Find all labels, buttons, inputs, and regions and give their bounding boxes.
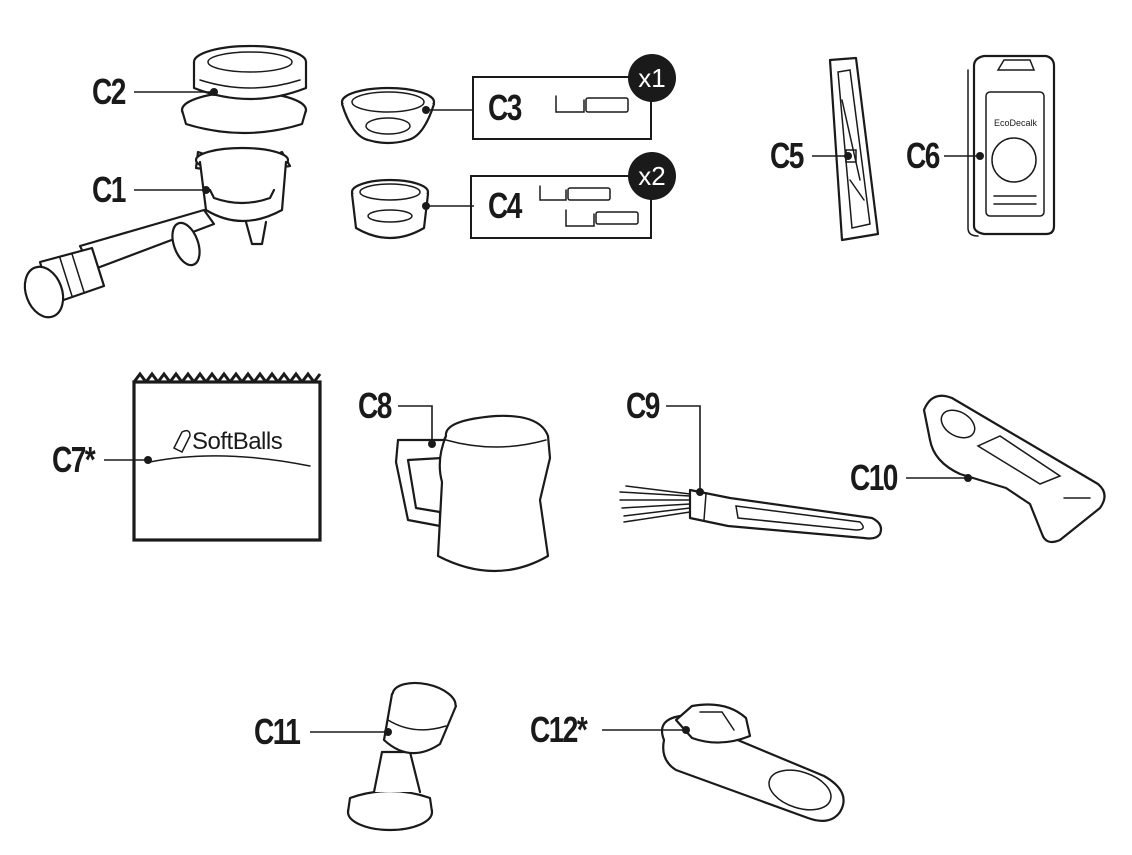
c9-cleaning-brush-drawing [619, 485, 883, 540]
c10-leader-dot [964, 474, 972, 482]
c11-leader-dot [384, 728, 392, 736]
c3-label: C3 [488, 87, 522, 128]
c5-leader-dot [844, 152, 852, 160]
softballs-brand-text: SoftBalls [192, 428, 283, 455]
c4-quantity-badge [628, 152, 676, 200]
c6-label: C6 [906, 135, 940, 176]
c3-single-cup-icon [555, 95, 629, 113]
c1-portafilter-drawing [23, 146, 292, 319]
c9-label: C9 [626, 385, 660, 426]
c7-softballs-pouch-drawing [132, 371, 322, 542]
c4-filter-basket-drawing [350, 178, 430, 239]
c10-label: C10 [850, 457, 898, 498]
c3-filter-basket-drawing [340, 86, 436, 145]
c5-label: C5 [770, 135, 804, 176]
c8-milk-pitcher-drawing [394, 414, 552, 572]
c2-label: C2 [92, 71, 126, 112]
c12-leader-dot [682, 726, 690, 734]
c12-stand-drawing [660, 703, 845, 823]
c8-leader-line [398, 405, 433, 440]
c2-leader-dot [210, 88, 218, 96]
c12-label: C12* [530, 709, 588, 750]
c1-leader-dot [202, 186, 210, 194]
c2-dosing-cap-drawing [180, 44, 308, 135]
c8-label: C8 [358, 385, 392, 426]
c3-callout-box [472, 76, 652, 140]
c6-leader-dot [976, 152, 984, 160]
c3-leader-dot [422, 106, 430, 114]
c5-test-strip-drawing [828, 56, 880, 242]
ecodecalk-brand-text: EcoDecalk [994, 118, 1038, 128]
c3-quantity-text: x1 [638, 63, 666, 93]
c4-leader-dot [422, 202, 430, 210]
c1-label: C1 [92, 169, 126, 210]
c11-tamper-drawing [346, 681, 458, 832]
c4-double-cup-icon [539, 185, 639, 227]
c4-callout-box [470, 175, 652, 239]
c11-label: C11 [254, 711, 301, 752]
c10-key-tool-drawing [922, 394, 1106, 544]
c4-quantity-text: x2 [638, 161, 666, 191]
c8-leader-dot [428, 440, 436, 448]
c3-quantity-badge [628, 54, 676, 102]
c7-label: C7* [52, 439, 96, 480]
c6-descaler-pack-drawing [967, 54, 1056, 237]
c7-leader-dot [144, 456, 152, 464]
c4-label: C4 [488, 185, 522, 226]
c9-leader-dot [696, 488, 704, 496]
c9-leader-line [666, 405, 701, 490]
